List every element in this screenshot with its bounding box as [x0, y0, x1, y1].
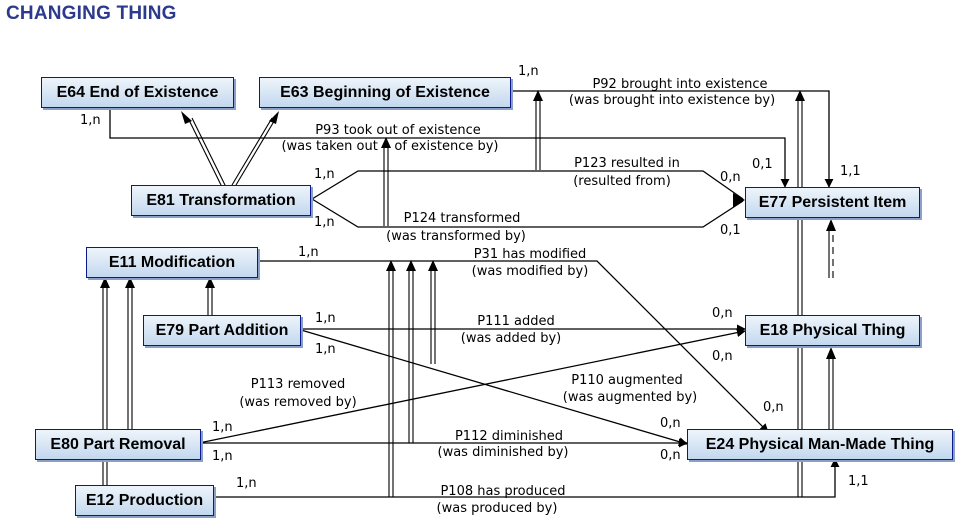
p92-range-cardinality: 1,1: [840, 164, 861, 179]
p111-domain-cardinality: 1,n: [315, 311, 336, 326]
p124-label: P124 transformed: [404, 211, 521, 226]
p92-domain-cardinality: 1,n: [518, 64, 539, 79]
p110-inverse-label: (was augmented by): [563, 390, 697, 405]
p93-inverse-label: (was taken out of existence by): [281, 139, 498, 154]
p112-inverse-label: (was diminished by): [438, 445, 569, 460]
p113-inverse-label: (was removed by): [239, 395, 356, 410]
p113-line: [198, 328, 746, 444]
p113-label: P113 removed: [251, 377, 345, 392]
p108-label: P108 has produced: [440, 484, 565, 499]
p113-range-cardinality: 0,n: [712, 349, 733, 364]
p31-inverse-label: (was modified by): [472, 264, 589, 279]
isa-arrowheads: [100, 90, 836, 359]
class-e18-physical-thing: E18 Physical Thing: [745, 315, 920, 346]
class-e63-beginning-of-existence: E63 Beginning of Existence: [259, 77, 511, 108]
p123-inverse-label: (resulted from): [573, 174, 671, 189]
p124-inverse-label: (was transformed by): [386, 229, 526, 244]
class-e12-production: E12 Production: [75, 485, 214, 516]
p31-label: P31 has modified: [474, 247, 587, 262]
p110-range-cardinality: 0,n: [660, 416, 681, 431]
p124-domain-cardinality: 1,n: [314, 215, 335, 230]
p31-domain-cardinality: 1,n: [298, 245, 319, 260]
p123-p124-arrowhead: [733, 193, 745, 207]
p111-inverse-label: (was added by): [461, 331, 561, 346]
p92-line: [512, 90, 834, 188]
class-e11-modification: E11 Modification: [86, 247, 258, 278]
p111-range-cardinality: 0,n: [712, 306, 733, 321]
p123-range-cardinality: 0,n: [720, 170, 741, 185]
p93-range-cardinality: 0,1: [752, 157, 773, 172]
p108-domain-cardinality: 1,n: [236, 476, 257, 491]
p123-domain-cardinality: 1,n: [314, 167, 335, 182]
page-title: CHANGING THING: [6, 3, 177, 24]
p93-domain-cardinality: 1,n: [80, 113, 101, 128]
p93-label: P93 took out of existence: [315, 123, 481, 138]
p124-line: [311, 198, 744, 228]
p113-domain-cardinality: 1,n: [212, 420, 233, 435]
class-e80-part-removal: E80 Part Removal: [35, 429, 201, 460]
p123-label: P123 resulted in: [574, 156, 680, 171]
p92-label: P92 brought into existence: [592, 77, 767, 92]
p124-range-cardinality: 0,1: [720, 223, 741, 238]
p110-label: P110 augmented: [571, 373, 683, 388]
p92-inverse-label: (was brought into existence by): [569, 93, 775, 108]
p108-range-cardinality: 1,1: [848, 474, 869, 489]
p31-range-cardinality: 0,n: [763, 400, 784, 415]
p110-domain-cardinality: 1,n: [315, 342, 336, 357]
p112-range-cardinality: 0,n: [660, 448, 681, 463]
class-e64-end-of-existence: E64 End of Existence: [41, 77, 234, 108]
p112-domain-cardinality: 1,n: [212, 449, 233, 464]
p112-label: P112 diminished: [455, 429, 563, 444]
p93-line: [109, 108, 790, 188]
class-e24-physical-man-made-thing: E24 Physical Man-Made Thing: [687, 429, 953, 460]
class-e81-transformation: E81 Transformation: [131, 185, 311, 216]
p111-label: P111 added: [477, 314, 555, 329]
p108-inverse-label: (was produced by): [437, 501, 558, 516]
class-e79-part-addition: E79 Part Addition: [143, 315, 301, 346]
p108-line: [214, 458, 840, 498]
p31-line: [259, 260, 769, 433]
p123-line: [311, 170, 744, 200]
p110-line: [300, 329, 688, 447]
class-e77-persistent-item: E77 Persistent Item: [745, 187, 920, 218]
